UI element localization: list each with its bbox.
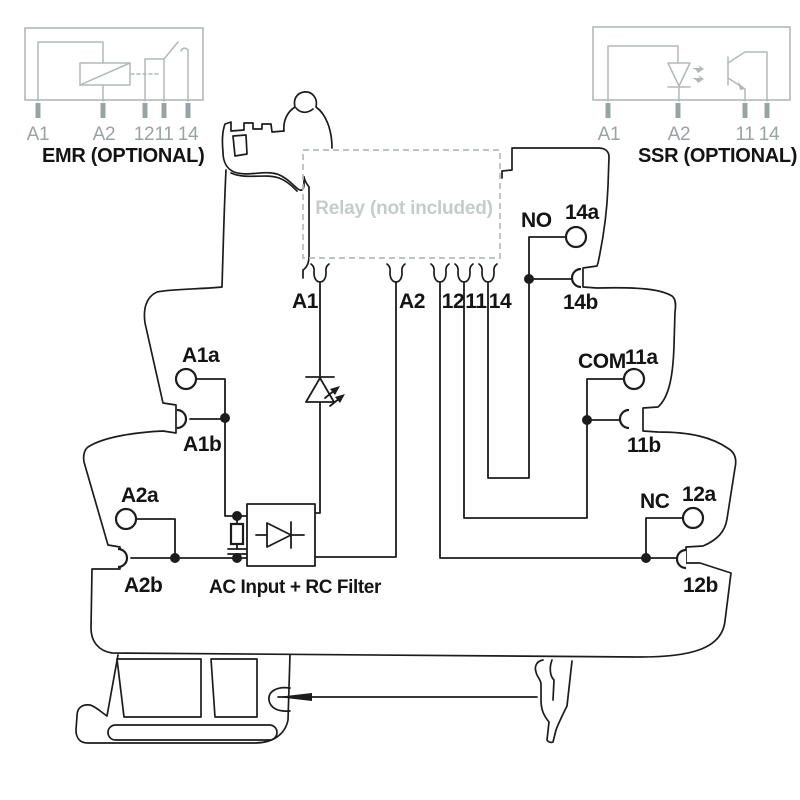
label-a1b: A1b	[183, 433, 221, 456]
wire-11-branches	[586, 378, 625, 421]
rc-branch	[227, 515, 247, 559]
socket-inner-wall	[302, 176, 310, 279]
release-clip-icon	[221, 91, 333, 192]
relay-coil-icon	[79, 62, 131, 86]
din-rail-clip-icon	[75, 654, 573, 744]
emr-terminal-a2: A2	[93, 124, 116, 145]
emr-terminal-a1: A1	[27, 124, 50, 145]
housing-outline	[82, 147, 737, 658]
terminal-12a-circle	[681, 506, 705, 530]
ssr-schematic: A1 A2 11 14 SSR (OPTIONAL)	[592, 26, 797, 167]
ssr-box	[592, 26, 791, 101]
label-a2a: A2a	[121, 484, 159, 507]
pin-label-a2: A2	[399, 290, 425, 313]
label-14a: 14a	[565, 201, 600, 224]
wire-12a-branch	[645, 517, 684, 559]
filter-label: AC Input + RC Filter	[209, 577, 382, 598]
din-foot-slot-1	[116, 658, 202, 718]
din-foot-slot-2	[210, 658, 258, 718]
emr-terminal-14: 14	[178, 124, 199, 145]
terminal-11b-contact	[618, 408, 630, 430]
label-11b: 11b	[627, 434, 661, 457]
label-a1a: A1a	[182, 344, 220, 367]
din-right-foot	[534, 659, 573, 744]
ssr-terminal-11: 11	[735, 124, 754, 145]
pin-label-a1: A1	[292, 290, 319, 313]
emr-schematic: A1 A2 12 11 14 EMR (OPTIONAL)	[24, 27, 205, 167]
label-14b: 14b	[563, 291, 598, 314]
terminal-12b-contact	[675, 548, 687, 570]
label-11a: 11a	[625, 346, 658, 369]
optocoupler-led-icon	[667, 62, 704, 88]
wire-a2-input	[130, 518, 248, 559]
relay-contact-icon	[144, 41, 189, 102]
terminal-a1a-circle	[174, 367, 198, 391]
ssr-terminal-a2: A2	[668, 124, 691, 145]
internal-wiring	[130, 236, 684, 563]
ssr-terminal-a1: A1	[598, 124, 621, 145]
relay-socket: Relay (not included) A1 A2 12 11 14	[292, 149, 512, 313]
ssr-title: SSR (OPTIONAL)	[638, 145, 797, 167]
socket-contacts	[310, 263, 498, 283]
terminal-a2a-circle	[114, 507, 138, 531]
label-com: COM	[578, 350, 626, 373]
wire-a1	[314, 281, 321, 514]
terminal-14b-contact	[570, 267, 582, 289]
resistor-icon	[229, 522, 245, 546]
wire-14-branches	[528, 236, 573, 280]
terminal-11a-circle	[622, 367, 646, 391]
wire-a2	[315, 281, 397, 558]
terminal-labels: A1a A1b A2a A2b NO 14a 14b COM 11a 11b N…	[121, 201, 718, 597]
label-12b: 12b	[683, 574, 718, 597]
emr-terminal-stubs	[35, 103, 191, 118]
junction-dots	[170, 274, 651, 563]
phototransistor-icon	[727, 51, 768, 102]
terminal-a1b-contact	[176, 408, 188, 430]
pin-label-12: 12	[442, 290, 465, 313]
label-nc: NC	[640, 490, 670, 513]
emr-title: EMR (OPTIONAL)	[42, 145, 204, 167]
ssr-terminal-14: 14	[759, 124, 780, 145]
relay-dashed-box	[302, 149, 501, 259]
terminal-a2b-contact	[117, 547, 129, 569]
wire-12	[439, 281, 678, 559]
din-foot-slot-3	[107, 724, 278, 741]
rectifier-diode-icon	[255, 521, 305, 549]
led-indicator-icon	[305, 376, 345, 407]
ssr-terminal-stubs	[605, 103, 770, 118]
terminal-14a-circle	[564, 225, 588, 249]
pin-label-11: 11	[465, 290, 487, 313]
wire-14	[487, 278, 530, 479]
screw-terminals	[114, 225, 705, 570]
emr-box	[24, 27, 204, 101]
label-12a: 12a	[682, 483, 717, 506]
emr-a1-wire	[37, 41, 104, 102]
emr-terminal-12: 12	[134, 124, 155, 145]
relay-not-included-label: Relay (not included)	[315, 198, 493, 219]
wire-11	[463, 281, 588, 519]
ssr-a1-wire	[607, 45, 679, 102]
emr-terminal-11: 11	[154, 124, 173, 145]
ac-input-rc-filter-block: AC Input + RC Filter	[209, 503, 382, 598]
label-no: NO	[521, 209, 552, 232]
label-a2b: A2b	[124, 574, 162, 597]
pin-label-14: 14	[489, 290, 512, 313]
